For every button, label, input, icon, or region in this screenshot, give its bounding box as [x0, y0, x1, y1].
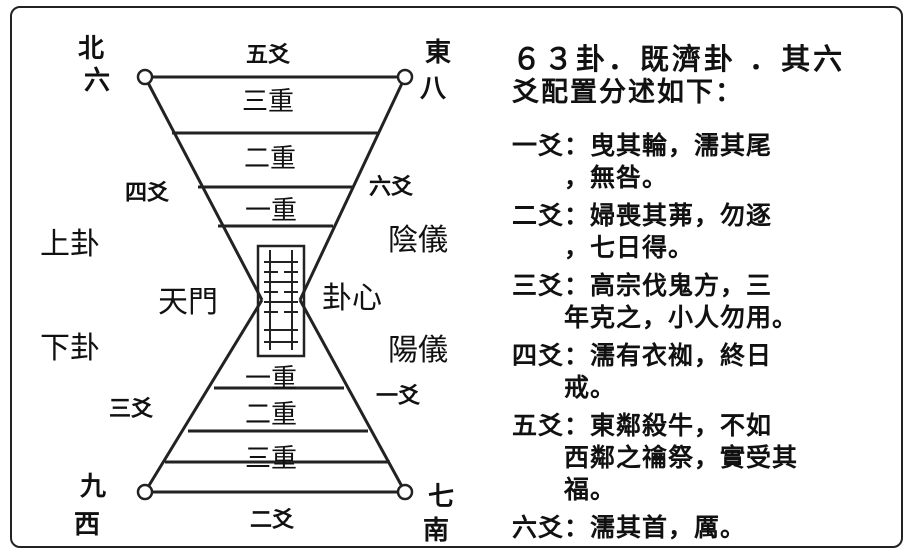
yao-entry: 二爻：婦喪其茀，勿逐 ，七日得。 [512, 200, 897, 264]
corner-nine: 九 [80, 472, 107, 502]
yao-entry-head: 一爻：曳其輪，濡其尾 [512, 131, 773, 160]
layer-lower-one: 一重 [245, 364, 298, 394]
corner-circle-sw [136, 483, 154, 501]
label-yang: 陽儀 [388, 333, 448, 368]
yao-entry-cont: ，七日得。 [564, 233, 695, 262]
yao-entry-head: 二爻：婦喪其茀，勿逐 [512, 201, 773, 230]
label-lower-trigram: 下卦 [40, 331, 100, 366]
corner-circle-ne [396, 68, 414, 86]
yao-entry: 三爻：高宗伐鬼方，三 年克之，小人勿用。 [512, 270, 897, 334]
label-trigram-heart: 卦心 [322, 281, 382, 316]
yao-label-sixth: 六爻 [369, 174, 414, 200]
yao-entry-cont: 西鄰之禴祭，實受其 [564, 443, 799, 472]
yao-entry: 六爻：濡其首，厲。 [512, 512, 897, 544]
corner-seven: 七 [428, 482, 455, 512]
yao-label-fifth: 五爻 [246, 42, 291, 68]
corner-south: 南 [423, 516, 450, 546]
label-heaven-gate: 天門 [158, 285, 218, 320]
layer-upper-three: 三重 [242, 87, 295, 117]
hexagram-title: ６３卦．既濟卦 ．其六 [512, 42, 846, 76]
corner-east: 東 [425, 38, 452, 68]
yao-label-first: 一爻 [376, 383, 421, 409]
layer-upper-one: 一重 [245, 196, 298, 226]
left-lower-side [143, 299, 264, 493]
corner-west: 西 [74, 510, 101, 540]
corner-circle-nw [136, 68, 154, 86]
trigram-heart-emblem [256, 244, 306, 358]
yao-entry-head: 六爻：濡其首，厲。 [512, 513, 747, 542]
hexagram-subtitle: 爻配置分述如下： [512, 77, 744, 108]
yao-label-second: 二爻 [250, 507, 295, 533]
corner-circle-se [396, 483, 414, 501]
diagram-frame [10, 6, 903, 548]
corner-north: 北 [78, 34, 105, 64]
yao-entry-head: 三爻：高宗伐鬼方，三 [512, 271, 773, 300]
corner-eight: 八 [420, 74, 447, 104]
yao-label-fourth: 四爻 [125, 180, 170, 206]
layer-upper-two: 二重 [244, 144, 297, 174]
yao-entry: 四爻：濡有衣袽，終日 戒。 [512, 340, 897, 404]
yao-entry-head: 四爻：濡有衣袽，終日 [512, 341, 773, 370]
yao-entry: 一爻：曳其輪，濡其尾 ，無咎。 [512, 130, 897, 194]
yao-entry-head: 五爻：東鄰殺牛，不如 [512, 411, 773, 440]
label-yin: 陰儀 [388, 223, 448, 258]
yao-entry-cont: 福。 [564, 475, 617, 504]
layer-lower-two: 二重 [245, 400, 298, 430]
yao-label-third: 三爻 [109, 396, 154, 422]
description-panel: ６３卦．既濟卦 ．其六 爻配置分述如下： 一爻：曳其輪，濡其尾 ，無咎。 二爻：… [512, 42, 897, 544]
label-upper-trigram: 上卦 [40, 227, 100, 262]
yao-entry-cont: 戒。 [564, 373, 617, 402]
yao-entry-cont: ，無咎。 [564, 163, 669, 192]
corner-six: 六 [84, 66, 111, 96]
yao-entry-cont: 年克之，小人勿用。 [564, 303, 799, 332]
layer-lower-three: 三重 [245, 444, 298, 474]
right-lower-side [298, 299, 407, 493]
yao-entry: 五爻：東鄰殺牛，不如 西鄰之禴祭，實受其 福。 [512, 410, 897, 506]
